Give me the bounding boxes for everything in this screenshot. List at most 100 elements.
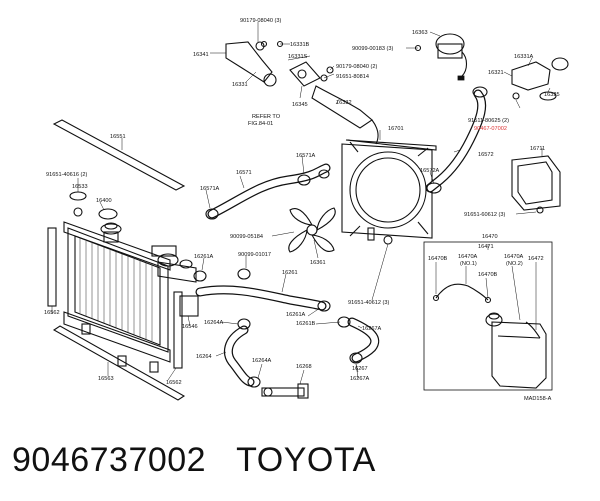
lower-hose-16572 — [425, 89, 487, 193]
label: 91651-40616 (2) — [46, 172, 88, 178]
leader-lines — [77, 22, 551, 385]
heater-hose-16261 — [195, 285, 327, 311]
label: 16551 — [110, 134, 126, 140]
clamp-16572A-bottom — [426, 182, 442, 194]
label: 16472 — [528, 256, 544, 262]
cap-16400 — [98, 208, 118, 220]
label: 16470A — [458, 254, 478, 260]
label: 90099-05184 — [230, 234, 263, 240]
diagram-ref-code: MAD158-A — [524, 396, 552, 402]
clamp-16267A — [349, 352, 363, 364]
radiator-upper-outlet — [151, 245, 177, 257]
label: 90179-08040 (3) — [240, 18, 282, 24]
reservoir-inset — [423, 241, 553, 391]
label: 16701 — [388, 126, 404, 132]
water-outlet-16341 — [225, 41, 277, 87]
part-labels: 90179-08040 (3) 16331B 16341 16331 16331… — [44, 18, 560, 402]
bolt-icon — [73, 207, 83, 217]
label: 16268 — [296, 364, 312, 370]
label: 16571A — [296, 153, 316, 159]
reservoir-hose-no1 — [435, 283, 489, 301]
label: 16470A — [504, 254, 524, 260]
brand-name: TOYOTA — [236, 440, 376, 479]
gasket-16345 — [289, 61, 321, 87]
fan-blade — [288, 207, 336, 253]
label: 16470 — [482, 234, 498, 240]
bolt-icon — [260, 40, 268, 48]
label: 16331S — [288, 54, 308, 60]
label: 16572A — [420, 168, 440, 174]
refer-note-line1: REFER TO — [252, 114, 281, 120]
reservoir-hose-no2 — [525, 321, 541, 339]
label: 16331 — [232, 82, 248, 88]
clamp-16261A — [193, 270, 207, 282]
radiator-support-16562 — [47, 227, 57, 314]
refer-note-line2: FIG.84-01 — [248, 121, 273, 127]
label: 16400 — [96, 198, 112, 204]
label: 16470B — [428, 256, 448, 262]
label: 16562 — [166, 380, 182, 386]
label: 16711 — [530, 146, 545, 152]
label: (NO.2) — [506, 261, 523, 267]
clamp-16571A-left — [205, 208, 219, 220]
label: 16331A — [514, 54, 534, 60]
label: 90099-00183 (3) — [352, 46, 394, 52]
label: 16563 — [98, 376, 114, 382]
hose-joint-16268 — [261, 383, 309, 399]
label: 16261A — [286, 312, 306, 318]
label: 16267A — [362, 326, 382, 332]
radiator-cap — [100, 223, 122, 235]
clamp-16571A-right — [297, 174, 311, 186]
label: 16332 — [336, 100, 352, 106]
heater-pipe — [157, 253, 197, 283]
label: 16261A — [194, 254, 214, 260]
label: 16261 — [282, 270, 298, 276]
radiator-core — [67, 227, 169, 353]
bolt-icon — [320, 74, 328, 82]
bolt-icon — [326, 66, 334, 74]
highlighted-part-label: 90467-07002 — [474, 126, 507, 132]
label: 90179-08040 (2) — [336, 64, 378, 70]
label: 16571A — [200, 186, 220, 192]
label: 16562 — [44, 310, 60, 316]
heater-hose-16264 — [223, 325, 255, 387]
label: (NO.1) — [460, 261, 477, 267]
thermostat-housing — [511, 57, 569, 101]
label: 16533 — [72, 184, 88, 190]
heater-hose-16267 — [347, 317, 380, 363]
label: 16331B — [290, 42, 310, 48]
radiator-lower-bar — [52, 325, 186, 401]
label: 91651-60612 (3) — [464, 212, 506, 218]
label: 91651-40612 (3) — [348, 300, 390, 306]
upper-hose-16571 — [207, 163, 331, 219]
label: 16345 — [292, 102, 308, 108]
reservoir-cap — [485, 313, 503, 327]
water-outlet-16332 — [311, 85, 379, 145]
label: 16363 — [412, 30, 428, 36]
parts-diagram: 90179-08040 (3) 16331B 16341 16331 16331… — [44, 18, 569, 402]
caption: 9046737002 TOYOTA — [12, 438, 376, 482]
part-number: 9046737002 — [12, 440, 207, 479]
bracket-16551 — [511, 155, 561, 214]
clamp-16264A-bottom — [247, 376, 261, 388]
label: 16572 — [478, 152, 494, 158]
label: 16470B — [478, 272, 498, 278]
label: 16264 — [196, 354, 212, 360]
cushion-16546 — [179, 295, 199, 317]
label: 16361 — [310, 260, 326, 266]
radiator-upper-bar — [52, 119, 186, 191]
label: 16325 — [544, 92, 560, 98]
radiator — [63, 221, 177, 373]
label: 91651-80814 — [336, 74, 369, 80]
label: 90099-01017 — [238, 252, 271, 258]
label: 91511-80625 (2) — [468, 118, 509, 124]
label: 16267 — [352, 366, 368, 372]
radiator-support-16562-right — [173, 291, 183, 369]
bolt-icon — [383, 235, 393, 245]
label: 16264A — [204, 320, 224, 326]
clamp-90099-01017 — [237, 268, 251, 280]
clamp-16572A-top — [472, 86, 488, 98]
label: 16264A — [252, 358, 272, 364]
label: 16571 — [236, 170, 252, 176]
label: 16341 — [193, 52, 209, 58]
